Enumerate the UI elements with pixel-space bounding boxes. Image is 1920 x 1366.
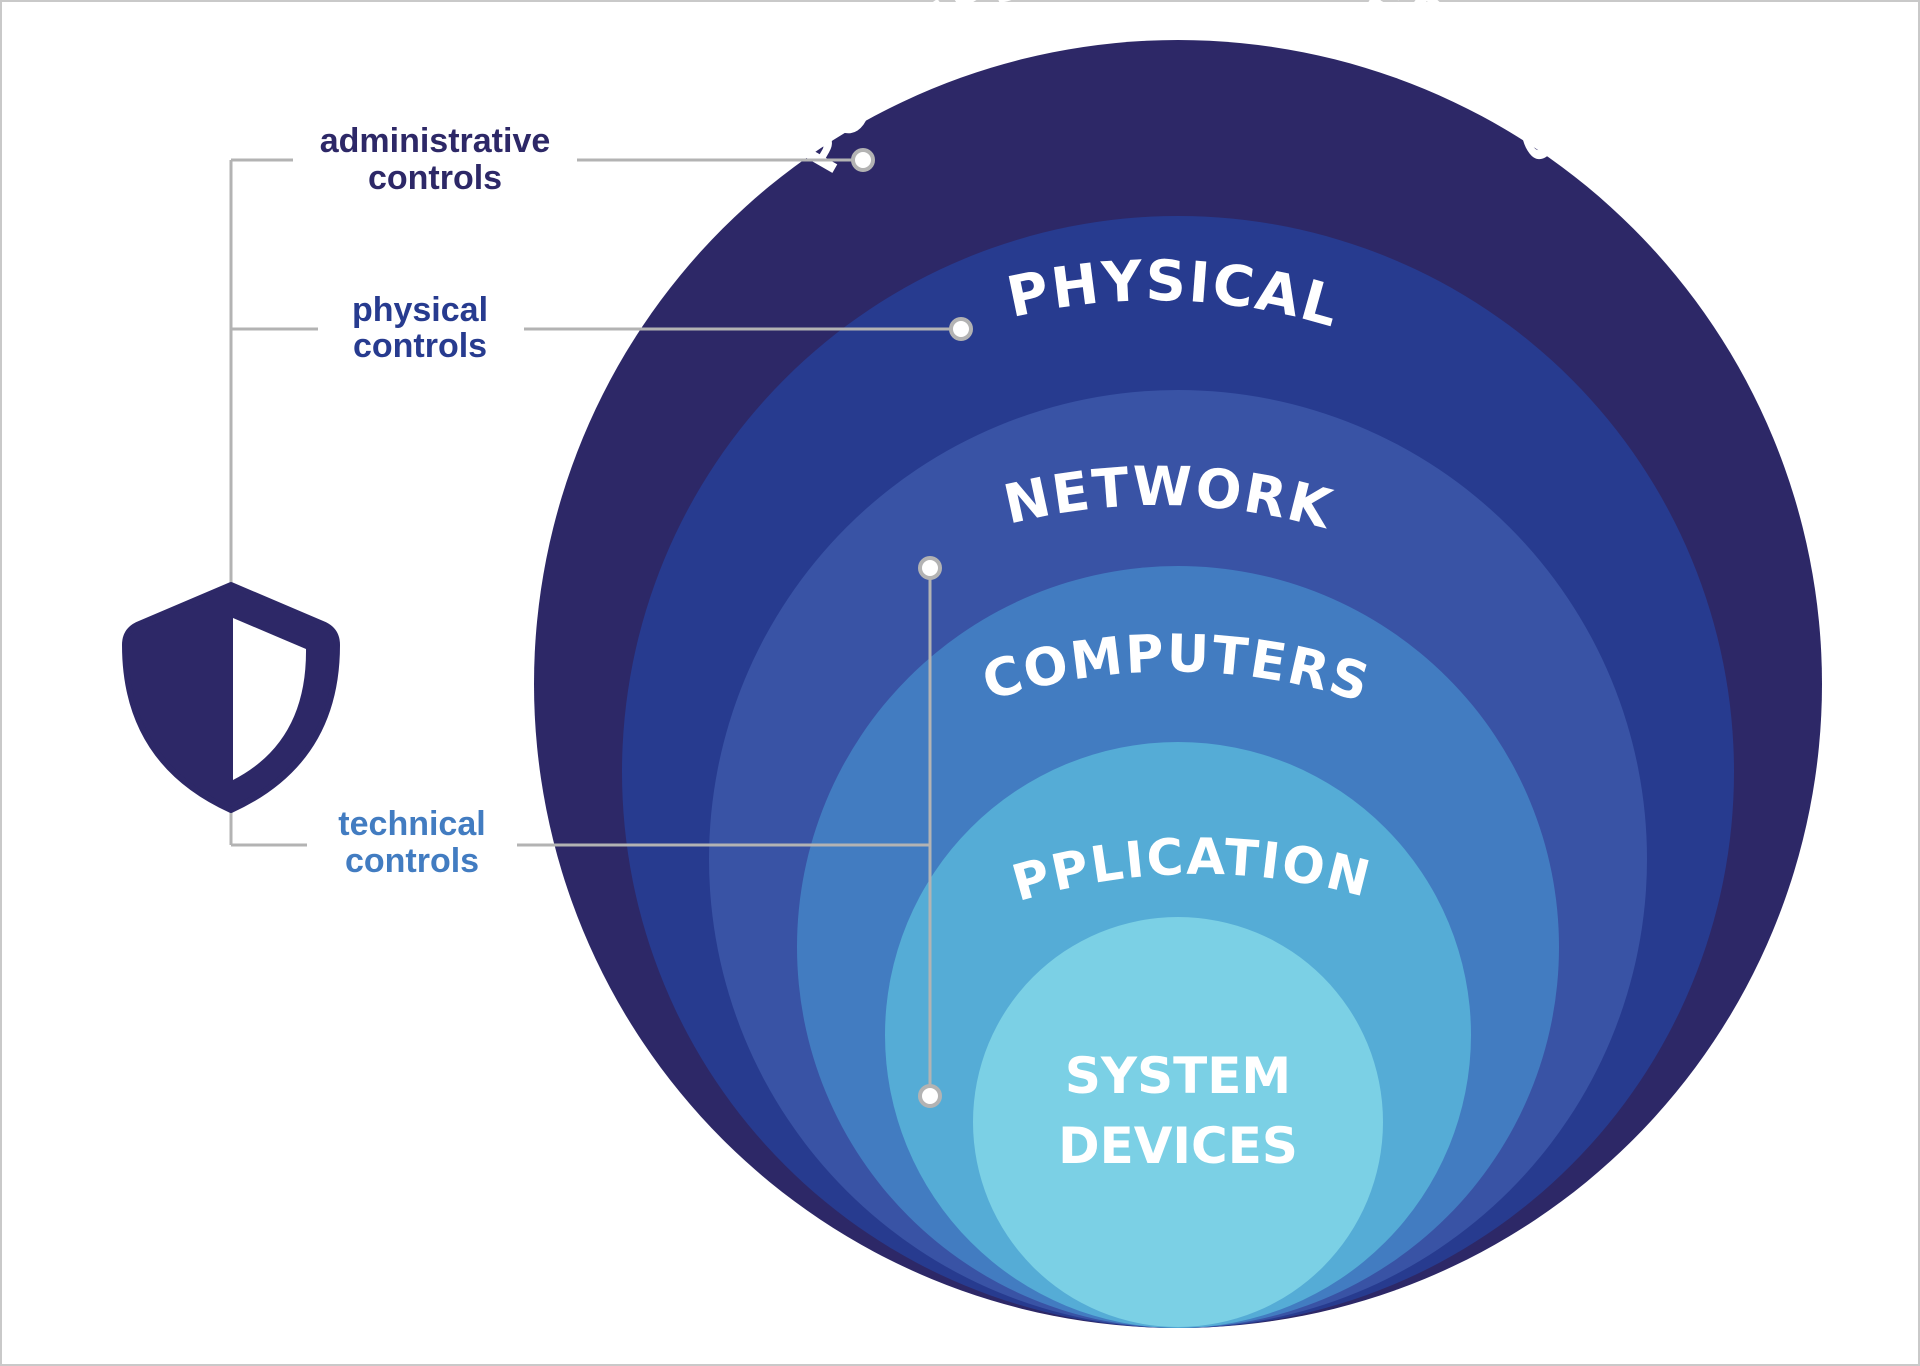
- physical-controls-label-line1: physical: [352, 291, 488, 329]
- connector-dot-technical-top: [918, 556, 942, 580]
- technical-controls-label-line1: technical: [338, 805, 485, 843]
- administrative-controls-label-line1: administrative: [320, 122, 551, 160]
- technical-controls-label-line2: controls: [345, 842, 479, 880]
- physical-controls-label-line2: controls: [353, 327, 487, 365]
- connector-dot-technical-bottom: [918, 1084, 942, 1108]
- connector-dot-physical: [949, 317, 973, 341]
- administrative-controls-label-line2: controls: [368, 159, 502, 197]
- layer-system-devices: [973, 917, 1383, 1327]
- layer-label-system-devices-line2: DEVICES: [1058, 1117, 1298, 1175]
- shield-icon: [122, 582, 340, 813]
- layer-label-system-devices-line1: SYSTEM: [1065, 1047, 1291, 1105]
- connector-dot-administrative: [851, 148, 875, 172]
